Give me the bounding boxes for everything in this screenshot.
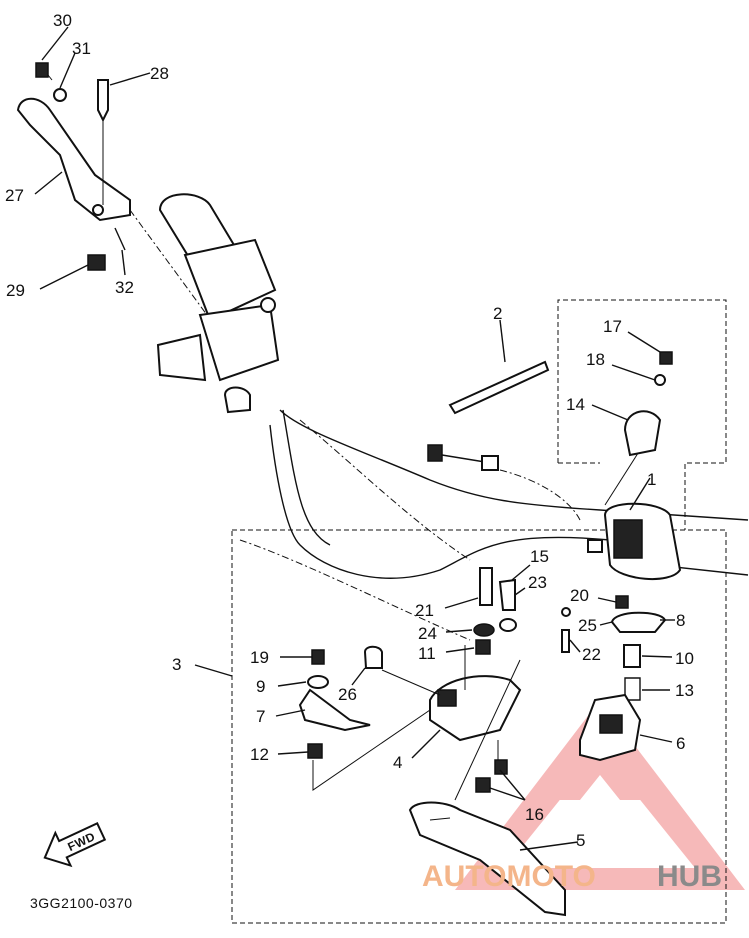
label-14[interactable]: 14 <box>566 395 585 414</box>
part-27-lever <box>16 97 131 222</box>
label-25[interactable]: 25 <box>578 616 597 635</box>
part-labels: 30 31 28 27 29 32 2 17 18 14 1 15 23 21 … <box>5 11 694 850</box>
part-24-washer <box>473 623 495 637</box>
part-16-nut-b <box>494 759 508 775</box>
label-2[interactable]: 2 <box>493 304 502 323</box>
part-13-spring <box>624 677 641 701</box>
part-5-lever <box>408 801 566 917</box>
part-30-bolt <box>35 62 49 78</box>
part-18-washer <box>654 374 666 386</box>
label-30[interactable]: 30 <box>53 11 72 30</box>
part-14-cover <box>623 410 662 457</box>
label-10[interactable]: 10 <box>675 649 694 668</box>
label-24[interactable]: 24 <box>418 624 437 643</box>
label-26[interactable]: 26 <box>338 685 357 704</box>
part-9-washer <box>307 675 329 689</box>
label-28[interactable]: 28 <box>150 64 169 83</box>
part-20-screw <box>615 595 629 609</box>
label-31[interactable]: 31 <box>72 39 91 58</box>
part-19-screw <box>311 649 325 665</box>
fwd-arrow[interactable]: FWD <box>37 815 108 874</box>
part-10-switch <box>623 644 641 668</box>
label-29[interactable]: 29 <box>6 281 25 300</box>
part-4-bracket <box>429 675 522 742</box>
label-9[interactable]: 9 <box>256 677 265 696</box>
label-17[interactable]: 17 <box>603 317 622 336</box>
label-23[interactable]: 23 <box>528 573 547 592</box>
part-11-collar <box>475 639 491 655</box>
part-17-screw <box>659 351 673 365</box>
label-19[interactable]: 19 <box>250 648 269 667</box>
part-12-collar <box>307 743 323 759</box>
part-31-washer <box>53 88 67 102</box>
part-22-pin <box>561 629 570 653</box>
label-8[interactable]: 8 <box>676 611 685 630</box>
watermark-text: AUTOMOTO HUB <box>422 860 722 893</box>
label-7[interactable]: 7 <box>256 707 265 726</box>
part-8-plate <box>610 611 667 633</box>
label-12[interactable]: 12 <box>250 745 269 764</box>
watermark-suffix: HUB <box>657 860 722 893</box>
assembly-box-3 <box>231 529 727 924</box>
part-2-cable-tie <box>448 360 550 415</box>
label-13[interactable]: 13 <box>675 681 694 700</box>
part-21-bolt <box>479 567 493 606</box>
label-16[interactable]: 16 <box>525 805 544 824</box>
part-23-pin <box>498 578 516 611</box>
label-5[interactable]: 5 <box>576 831 585 850</box>
wire-connector <box>427 444 499 471</box>
part-16-nut-a <box>475 777 491 793</box>
assembly-box-switch <box>557 299 727 530</box>
label-11[interactable]: 11 <box>418 644 436 663</box>
label-22[interactable]: 22 <box>582 645 601 664</box>
part-26-cap <box>363 645 383 669</box>
label-32[interactable]: 32 <box>115 278 134 297</box>
label-27[interactable]: 27 <box>5 186 24 205</box>
part-25-ball <box>561 607 571 617</box>
label-1[interactable]: 1 <box>647 470 656 489</box>
label-18[interactable]: 18 <box>586 350 605 369</box>
watermark-prefix: AUTOMOTO <box>422 860 596 893</box>
part-28-bolt <box>97 79 109 123</box>
left-grip-assembly <box>156 193 280 414</box>
part-7-plate <box>298 688 371 732</box>
part-29-nut <box>87 254 106 271</box>
label-21[interactable]: 21 <box>415 601 434 620</box>
label-15[interactable]: 15 <box>530 547 549 566</box>
leader-lines <box>34 26 675 851</box>
label-6[interactable]: 6 <box>676 734 685 753</box>
drawing-code: 3GG2100-0370 <box>30 895 133 911</box>
label-4[interactable]: 4 <box>393 753 402 772</box>
label-20[interactable]: 20 <box>570 586 589 605</box>
part-1-switch-housing <box>587 502 682 581</box>
label-3[interactable]: 3 <box>172 655 181 674</box>
part-32-spring <box>114 227 126 251</box>
